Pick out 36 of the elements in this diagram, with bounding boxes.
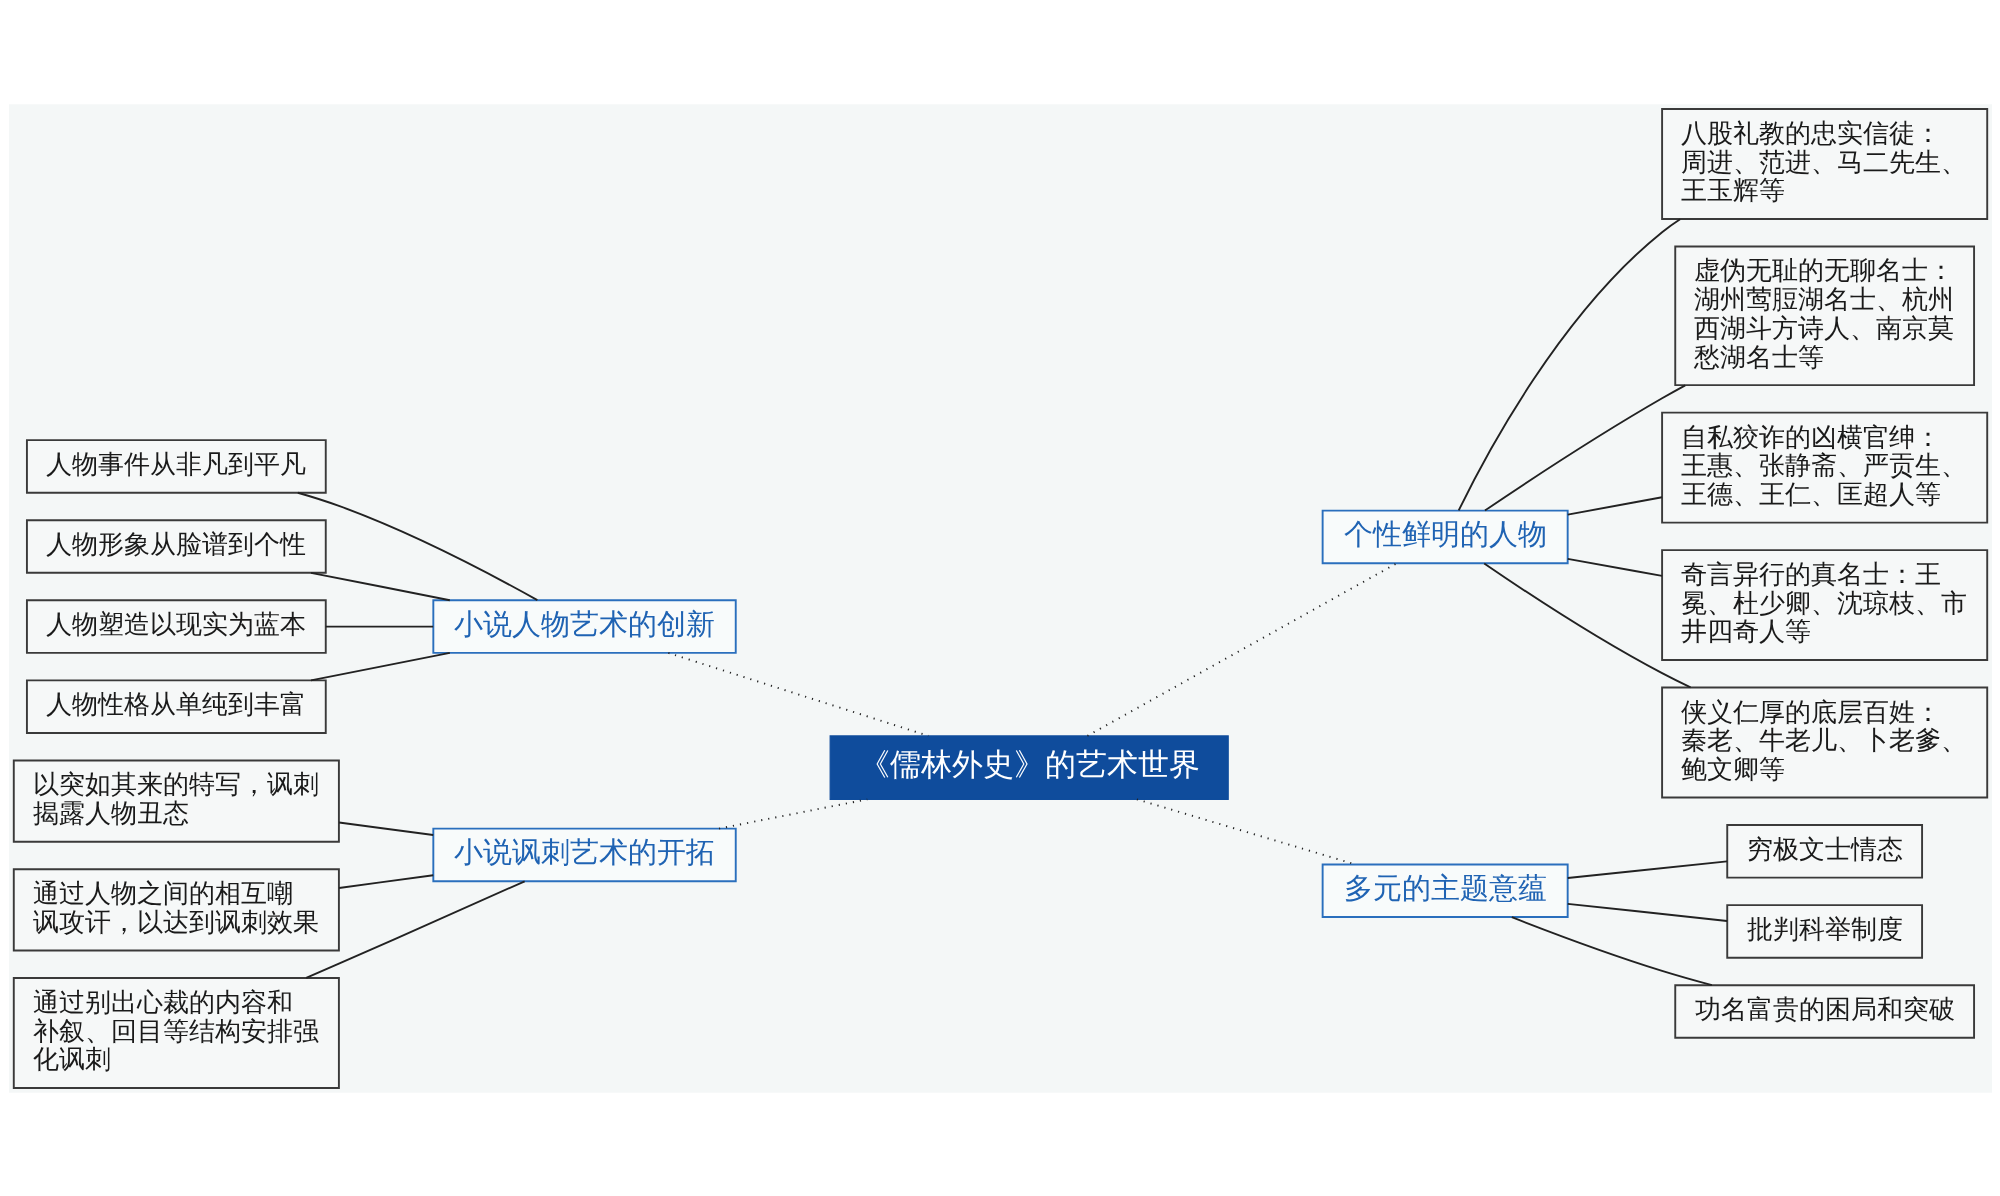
node-box: 人物性格从单纯到丰富 [25,678,327,734]
node-box: 人物事件从非凡到平凡 [25,438,327,494]
node-box: 侠义仁厚的底层百姓：秦老、牛老儿、卜老爹、鲍文卿等 [1660,686,1988,798]
node-box: 个性鲜明的人物 [1321,509,1569,564]
connector [1482,562,1692,688]
node-box: 以突如其来的特写，讽刺揭露人物丑态 [12,759,340,843]
connector [1566,902,1728,922]
connector [296,491,538,601]
node-box: 八股礼教的忠实信徒：周进、范进、马二先生、王玉辉等 [1660,107,1988,220]
node-box: 人物形象从脸谱到个性 [25,518,327,574]
connector [1510,915,1713,986]
connector [1457,217,1681,511]
connector [309,651,451,681]
connector [304,879,526,979]
connector [1566,495,1663,516]
node-box: 虚伪无耻的无聊名士：湖州莺脰湖名士、杭州西湖斗方诗人、南京莫愁湖名士等 [1673,245,1975,386]
node-box: 批判科举制度 [1725,903,1923,959]
connector [337,873,434,889]
node-box: 多元的主题意蕴 [1321,863,1569,918]
node-box: 小说人物艺术的创新 [431,598,737,654]
node-box: 穷极文士情态 [1725,823,1923,879]
connector [1566,557,1663,577]
node-box: 小说讽刺艺术的开拓 [431,827,737,882]
node-box: 奇言异行的真名士：王冕、杜少卿、沈琼枝、市井四奇人等 [1660,548,1988,661]
connector [1483,383,1686,511]
node-box: 《儒林外史》的艺术世界 [829,734,1229,800]
connector [324,625,434,628]
node-box: 功名富贵的困局和突破 [1673,983,1975,1039]
node-box: 人物塑造以现实为蓝本 [25,598,327,654]
connector [1086,561,1398,737]
node-box: 通过别出心裁的内容和补叙、回目等结构安排强化讽刺 [12,976,340,1089]
node-box: 自私狡诈的凶横官绅：王惠、张静斋、严贡生、王德、王仁、匡超人等 [1660,411,1988,524]
connector [337,821,434,836]
connector [309,571,451,601]
node-box: 通过人物之间的相互嘲讽攻讦，以达到讽刺效果 [12,867,340,951]
connector [1566,859,1728,879]
